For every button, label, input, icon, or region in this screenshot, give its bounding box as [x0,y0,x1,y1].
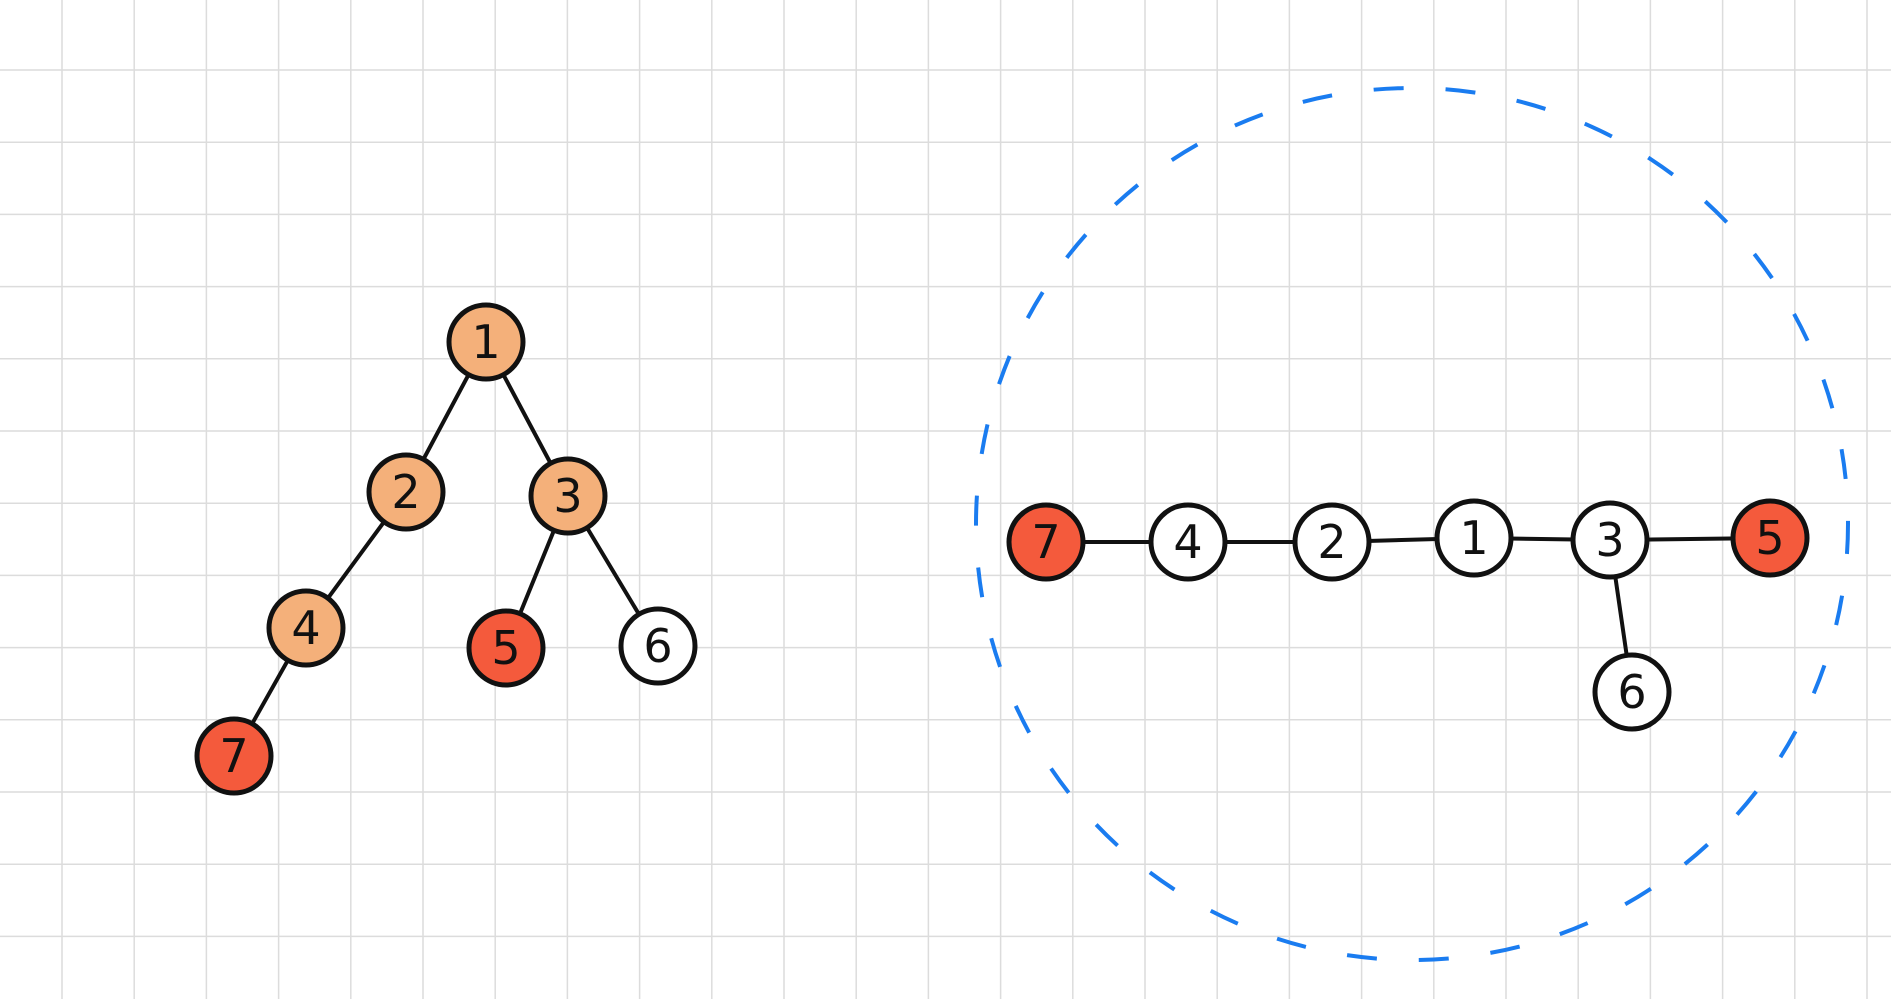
right-node-7: 7 [1006,502,1086,582]
left-node-4: 4 [266,588,346,668]
left-node-label: 2 [391,465,420,519]
right-node-circle [1292,502,1372,582]
left-node-7: 7 [194,716,274,796]
right-node-circle [1592,652,1672,732]
left-node-label: 6 [643,619,672,673]
left-node-circle [366,452,446,532]
left-node-label: 1 [471,315,500,369]
left-node-circle [466,608,546,688]
right-node-6: 6 [1592,652,1672,732]
dashed-circle [974,86,1850,962]
left-node-5: 5 [466,608,546,688]
right-node-circle [1006,502,1086,582]
left-node-circle [618,606,698,686]
left-node-circle [194,716,274,796]
left-node-label: 4 [291,601,320,655]
left-node-3: 3 [528,456,608,536]
right-node-label: 7 [1031,515,1060,569]
right-node-circle [1730,498,1810,578]
left-node-1: 1 [446,302,526,382]
right-node-2: 2 [1292,502,1372,582]
right-node-label: 1 [1459,511,1488,565]
left-node-circle [446,302,526,382]
left-node-label: 3 [553,469,582,523]
right-node-label: 3 [1595,513,1624,567]
left-node-circle [266,588,346,668]
right-node-circle [1434,498,1514,578]
right-node-label: 2 [1317,515,1346,569]
left-tree: 1 2 3 4 5 6 7 [194,302,698,796]
right-node-label: 6 [1617,665,1646,719]
right-node-3: 3 [1570,500,1650,580]
right-node-circle [1570,500,1650,580]
right-node-4: 4 [1148,502,1228,582]
right-tree: 7 4 2 1 3 5 6 [1006,498,1810,732]
right-node-label: 5 [1755,511,1784,565]
left-node-6: 6 [618,606,698,686]
right-node-label: 4 [1173,515,1202,569]
right-node-5: 5 [1730,498,1810,578]
right-node-1: 1 [1434,498,1514,578]
left-node-label: 5 [491,621,520,675]
left-node-label: 7 [219,729,248,783]
left-node-2: 2 [366,452,446,532]
right-node-circle [1148,502,1228,582]
left-node-circle [528,456,608,536]
